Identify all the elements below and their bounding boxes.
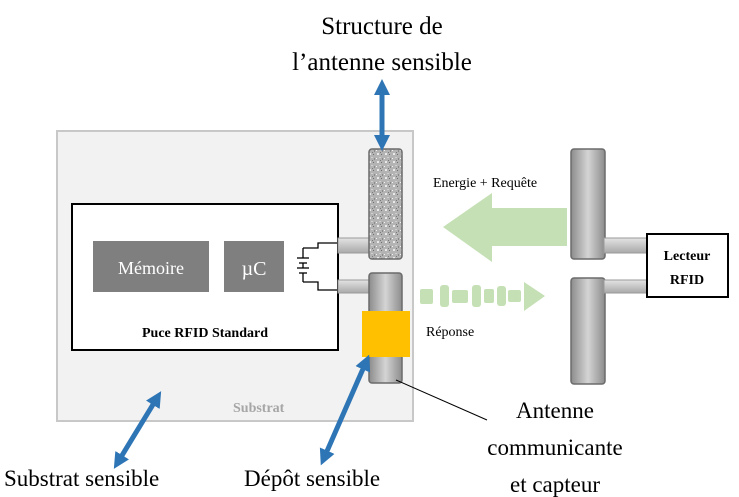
reader-antenna-bottom	[570, 277, 606, 385]
antenna-connector-top	[337, 237, 374, 254]
battery-icon	[297, 248, 309, 282]
antenna-caption-line3: et capteur	[510, 472, 600, 497]
substrate-label: Substrat	[233, 401, 285, 416]
chip-wires	[303, 242, 338, 291]
chip-label: Puce RFID Standard	[142, 326, 268, 341]
antenna-caption-line2: communicante	[487, 435, 622, 460]
substrate-sensitive-caption: Substrat sensible	[4, 466, 159, 491]
deposit-sensitive-caption: Dépôt sensible	[244, 466, 380, 491]
microcontroller-block	[224, 241, 284, 292]
rfid-reader-box	[646, 233, 729, 298]
substrate-double-arrow	[113, 391, 162, 469]
reader-connector-bottom	[603, 279, 648, 294]
deposit-double-arrow	[319, 354, 371, 466]
memory-label: Mémoire	[118, 258, 184, 278]
sensitive-antenna-structure	[368, 148, 403, 260]
structure-caption-line2: l’antenne sensible	[292, 49, 472, 76]
energy-request-label: Energie + Requête	[433, 176, 537, 191]
antenna-connector-bottom	[337, 279, 374, 294]
microcontroller-label: µC	[242, 258, 267, 280]
response-label: Réponse	[426, 325, 474, 340]
structure-caption-line1: Structure de	[321, 13, 442, 40]
antenna-caption-line1: Antenne	[516, 398, 594, 423]
antenna-leader-line	[395, 379, 488, 421]
sensitive-deposit	[362, 311, 410, 357]
reader-label-line2: RFID	[670, 273, 704, 288]
reader-label-line1: Lecteur	[664, 249, 711, 264]
energy-request-arrow	[443, 193, 567, 262]
reader-antenna-top	[570, 148, 606, 260]
response-wave-arrow	[420, 282, 545, 311]
memory-block	[93, 241, 209, 292]
reader-connector-top	[603, 237, 648, 254]
